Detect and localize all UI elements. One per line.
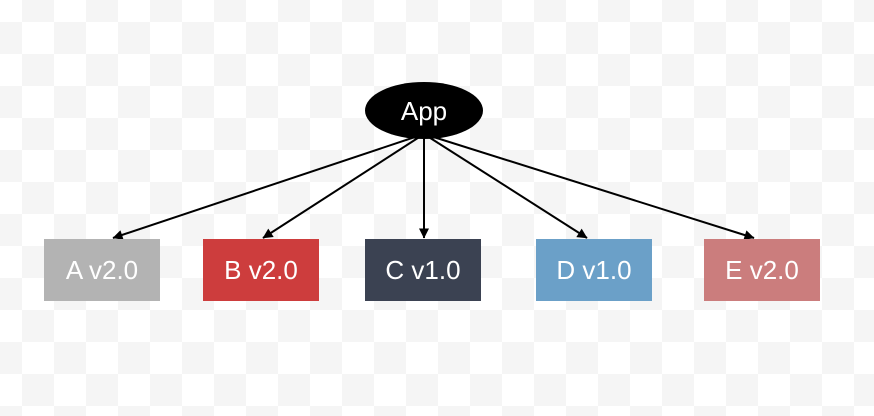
edge-app-to-d xyxy=(423,133,588,239)
node-b-v2: B v2.0 xyxy=(203,239,319,301)
node-b-label: B v2.0 xyxy=(224,255,298,285)
node-app-label: App xyxy=(400,95,448,126)
edge-app-to-b xyxy=(262,133,425,239)
edge-app-to-a xyxy=(112,133,425,240)
node-d-v1: D v1.0 xyxy=(536,239,652,301)
node-c-v1: C v1.0 xyxy=(365,239,481,301)
node-app: App xyxy=(365,82,483,139)
node-e-v2: E v2.0 xyxy=(704,239,820,301)
edge-app-to-e xyxy=(423,133,755,240)
node-c-label: C v1.0 xyxy=(385,255,461,285)
node-a-label: A v2.0 xyxy=(65,255,139,285)
node-a-v2: A v2.0 xyxy=(44,239,160,301)
node-d-label: D v1.0 xyxy=(556,255,632,285)
node-e-label: E v2.0 xyxy=(725,255,799,285)
